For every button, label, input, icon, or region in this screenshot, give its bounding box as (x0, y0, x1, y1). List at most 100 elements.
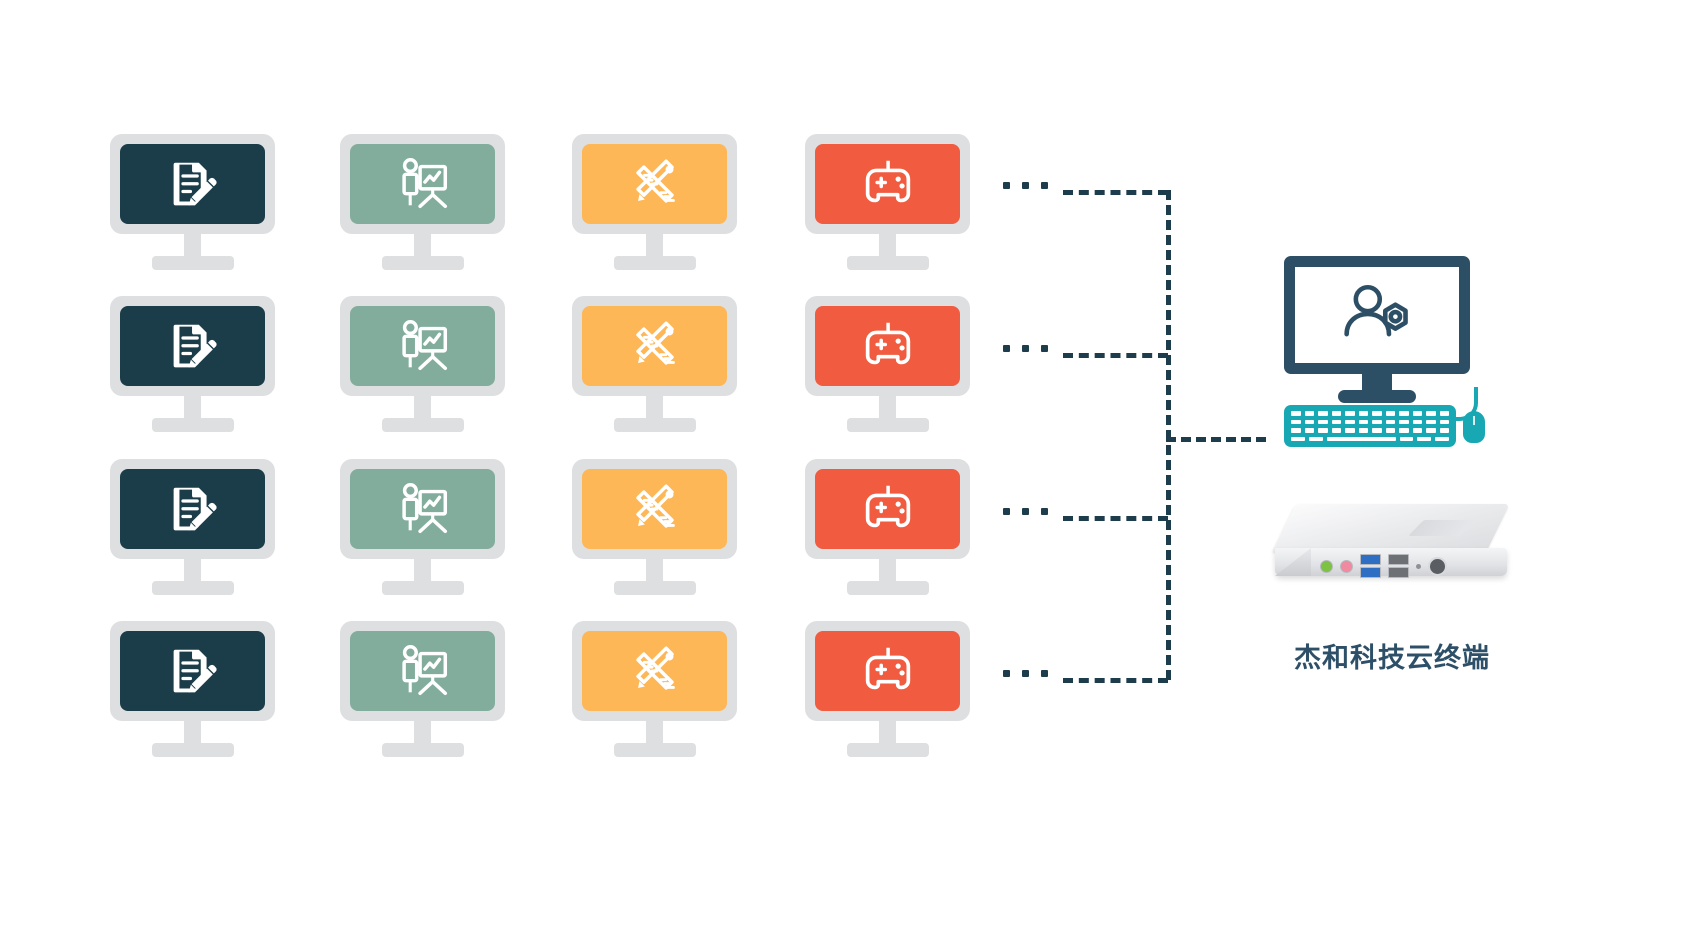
monitor-neck (646, 234, 663, 256)
monitor-bezel (572, 134, 737, 234)
client-monitor[interactable] (805, 296, 970, 432)
monitor-base (151, 581, 234, 595)
monitor-bezel (340, 621, 505, 721)
monitor-neck (414, 396, 431, 418)
monitor-base (151, 743, 234, 757)
mini-pc-icon[interactable] (1272, 498, 1512, 608)
monitor-screen (350, 306, 495, 386)
server-monitor[interactable] (1284, 256, 1470, 403)
game-controller-icon (857, 153, 919, 215)
ellipsis-dot (1003, 670, 1010, 677)
monitor-bezel (805, 134, 970, 234)
usb3-port-pair (1360, 554, 1381, 578)
monitor-bezel (805, 459, 970, 559)
connector-to-server (1166, 437, 1266, 442)
mini-pc-ports (1320, 554, 1447, 578)
ellipsis-dot (1022, 182, 1029, 189)
monitor-bezel (340, 459, 505, 559)
monitor-screen (120, 306, 265, 386)
connector-branch-row2 (1063, 353, 1168, 358)
monitor-screen (350, 469, 495, 549)
server-monitor-foot (1338, 390, 1416, 403)
client-monitor[interactable] (110, 134, 275, 270)
reset-pinhole (1416, 563, 1421, 569)
ellipsis-dot (1041, 670, 1048, 677)
ellipsis-dot (1022, 345, 1029, 352)
overflow-ellipsis (1003, 182, 1048, 189)
monitor-screen (815, 631, 960, 711)
ruler-pencil-icon (624, 640, 686, 702)
overflow-ellipsis (1003, 670, 1048, 677)
server-monitor-frame (1284, 256, 1470, 374)
monitor-screen (350, 631, 495, 711)
monitor-base (151, 418, 234, 432)
ellipsis-dot (1041, 508, 1048, 515)
mic-in-jack (1340, 559, 1353, 573)
monitor-bezel (805, 296, 970, 396)
monitor-neck (879, 559, 896, 581)
monitor-screen (120, 469, 265, 549)
ellipsis-dot (1003, 508, 1010, 515)
client-monitor[interactable] (805, 621, 970, 757)
monitor-screen (120, 631, 265, 711)
monitor-screen (120, 144, 265, 224)
monitor-bezel (805, 621, 970, 721)
monitor-bezel (110, 134, 275, 234)
client-monitor[interactable] (340, 621, 505, 757)
client-monitor[interactable] (572, 296, 737, 432)
ellipsis-dot (1003, 345, 1010, 352)
presentation-chart-icon (392, 153, 454, 215)
monitor-neck (184, 396, 201, 418)
client-monitor[interactable] (110, 621, 275, 757)
client-monitor[interactable] (340, 134, 505, 270)
client-monitor[interactable] (110, 296, 275, 432)
monitor-neck (879, 721, 896, 743)
server-caption: 杰和科技云终端 (1294, 643, 1490, 674)
client-monitor[interactable] (572, 621, 737, 757)
ruler-pencil-icon (624, 153, 686, 215)
client-monitor[interactable] (340, 459, 505, 595)
monitor-base (381, 743, 464, 757)
monitor-screen (582, 306, 727, 386)
client-monitor[interactable] (805, 459, 970, 595)
monitor-base (846, 418, 929, 432)
monitor-screen (815, 469, 960, 549)
monitor-bezel (572, 296, 737, 396)
client-monitor[interactable] (340, 296, 505, 432)
presentation-chart-icon (392, 478, 454, 540)
presentation-chart-icon (392, 315, 454, 377)
usb2-port-upper (1388, 554, 1409, 565)
usb2-port-lower (1388, 567, 1409, 578)
client-monitor[interactable] (572, 459, 737, 595)
client-monitor[interactable] (572, 134, 737, 270)
mouse-icon[interactable] (1463, 411, 1485, 443)
monitor-screen (815, 144, 960, 224)
connector-branch-row3 (1063, 516, 1168, 521)
monitor-base (381, 256, 464, 270)
server-group: 杰和科技云终端 (1262, 248, 1522, 718)
ruler-pencil-icon (624, 315, 686, 377)
keyboard-icon[interactable] (1284, 405, 1456, 447)
monitor-bezel (572, 459, 737, 559)
mouse-cord (1438, 387, 1478, 421)
audio-out-jack (1320, 559, 1333, 573)
monitor-base (846, 581, 929, 595)
ellipsis-dot (1022, 508, 1029, 515)
monitor-base (613, 256, 696, 270)
monitor-neck (646, 721, 663, 743)
monitor-base (613, 418, 696, 432)
server-monitor-neck (1362, 374, 1392, 390)
usb3-port-upper (1360, 554, 1381, 565)
monitor-bezel (572, 621, 737, 721)
power-button[interactable] (1428, 556, 1447, 576)
monitor-screen (350, 144, 495, 224)
connector-branch-row4 (1063, 678, 1168, 683)
ellipsis-dot (1041, 182, 1048, 189)
monitor-neck (646, 559, 663, 581)
monitor-neck (184, 559, 201, 581)
monitor-bezel (110, 459, 275, 559)
client-monitor[interactable] (110, 459, 275, 595)
document-edit-icon (162, 640, 224, 702)
client-monitor[interactable] (805, 134, 970, 270)
